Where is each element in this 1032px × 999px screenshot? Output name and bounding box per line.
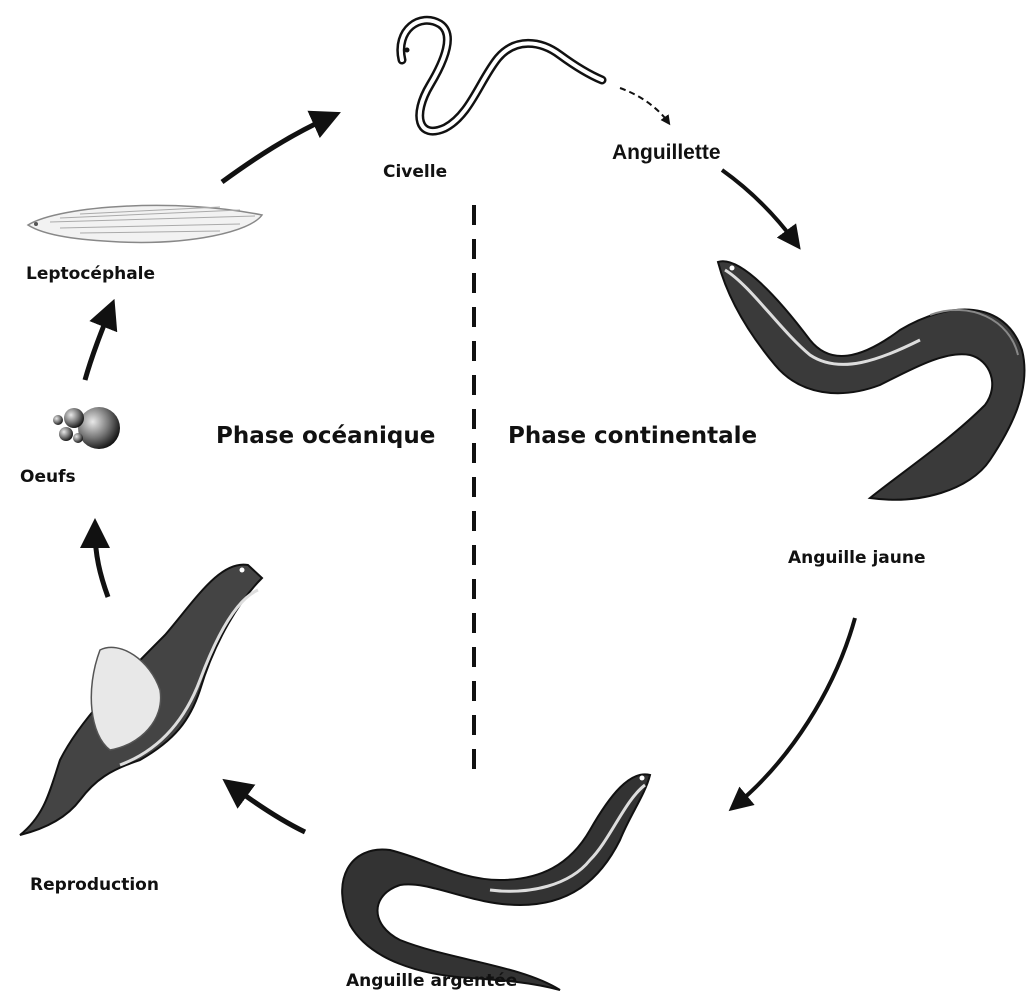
leptocephale-illustration — [28, 205, 262, 242]
label-anguillette: Anguillette — [612, 141, 721, 165]
arrow-leptocephale-to-civelle — [222, 117, 330, 182]
arrow-argentee-to-reproduction — [232, 786, 305, 832]
label-leptocephale: Leptocéphale — [26, 264, 155, 284]
label-reproduction: Reproduction — [30, 875, 159, 895]
reproduction-illustration — [20, 565, 262, 835]
arrow-jaune-to-argentee — [736, 618, 855, 805]
arrow-oeufs-to-leptocephale — [85, 310, 110, 380]
label-oeufs: Oeufs — [20, 467, 76, 487]
label-anguille-argentee: Anguille argentée — [346, 971, 517, 991]
arrow-civelle-to-anguillette — [620, 88, 668, 122]
anguille-argentee-illustration — [342, 774, 650, 990]
label-civelle: Civelle — [383, 162, 447, 182]
civelle-illustration — [401, 20, 602, 131]
label-anguille-jaune: Anguille jaune — [788, 548, 926, 568]
arrow-reproduction-to-oeufs — [95, 530, 108, 597]
label-phase-oceanique: Phase océanique — [216, 423, 435, 449]
anguille-jaune-illustration — [718, 261, 1024, 499]
arrow-anguillette-to-jaune — [722, 170, 795, 242]
eggs-illustration — [53, 407, 120, 449]
label-phase-continentale: Phase continentale — [508, 423, 757, 449]
